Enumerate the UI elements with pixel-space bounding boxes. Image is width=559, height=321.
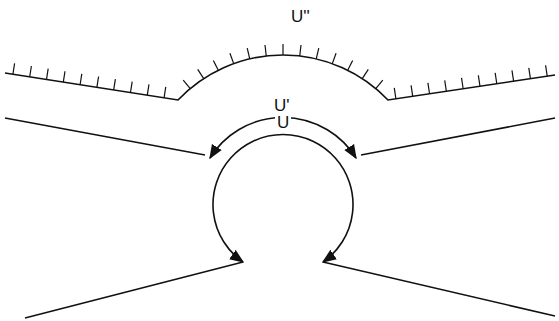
lower-line: [25, 262, 243, 318]
hatch-tick: [164, 87, 166, 98]
hatch-tick: [13, 63, 15, 74]
hatch-tick: [495, 73, 497, 84]
arc-arrow: [213, 135, 353, 262]
hatch-tick: [316, 48, 319, 59]
hatch-tick: [147, 84, 149, 95]
hatch-tick: [428, 83, 430, 94]
hatch-tick: [63, 71, 65, 82]
arc-label: U: [275, 114, 291, 131]
hatch-tick: [213, 60, 218, 70]
arc-label: U': [272, 97, 292, 114]
hatch-tick: [183, 80, 190, 88]
hatch-tick: [478, 75, 480, 86]
hatch-tick: [265, 45, 266, 56]
hatch-tick: [348, 60, 353, 70]
hatch-tick: [546, 65, 548, 76]
hatch-tick: [300, 45, 301, 56]
hatch-tick: [462, 78, 464, 89]
hatch-tick: [394, 88, 396, 99]
hatch-tick: [362, 69, 368, 78]
hatch-tick: [130, 82, 132, 93]
hatch-tick: [46, 69, 48, 80]
hatch-tick: [114, 79, 116, 90]
hatch-tick: [332, 53, 336, 63]
ground-surface: [5, 55, 555, 100]
hatch-tick: [445, 80, 447, 91]
lower-line: [323, 262, 555, 316]
hatch-tick: [282, 44, 283, 55]
hatch-tick: [230, 53, 234, 63]
hatch-tick: [198, 69, 204, 78]
hatch-tick: [30, 66, 32, 77]
hatching: [13, 44, 547, 99]
layer-line: [5, 118, 205, 155]
hatch-tick: [411, 85, 413, 96]
hatch-tick: [97, 76, 99, 87]
hatch-tick: [247, 48, 250, 59]
arc-label: U'': [289, 8, 312, 25]
hatch-tick: [512, 70, 514, 81]
hatch-tick: [529, 68, 531, 79]
layer-line: [361, 118, 555, 155]
hatch-tick: [80, 74, 82, 85]
hatch-tick: [376, 80, 383, 88]
